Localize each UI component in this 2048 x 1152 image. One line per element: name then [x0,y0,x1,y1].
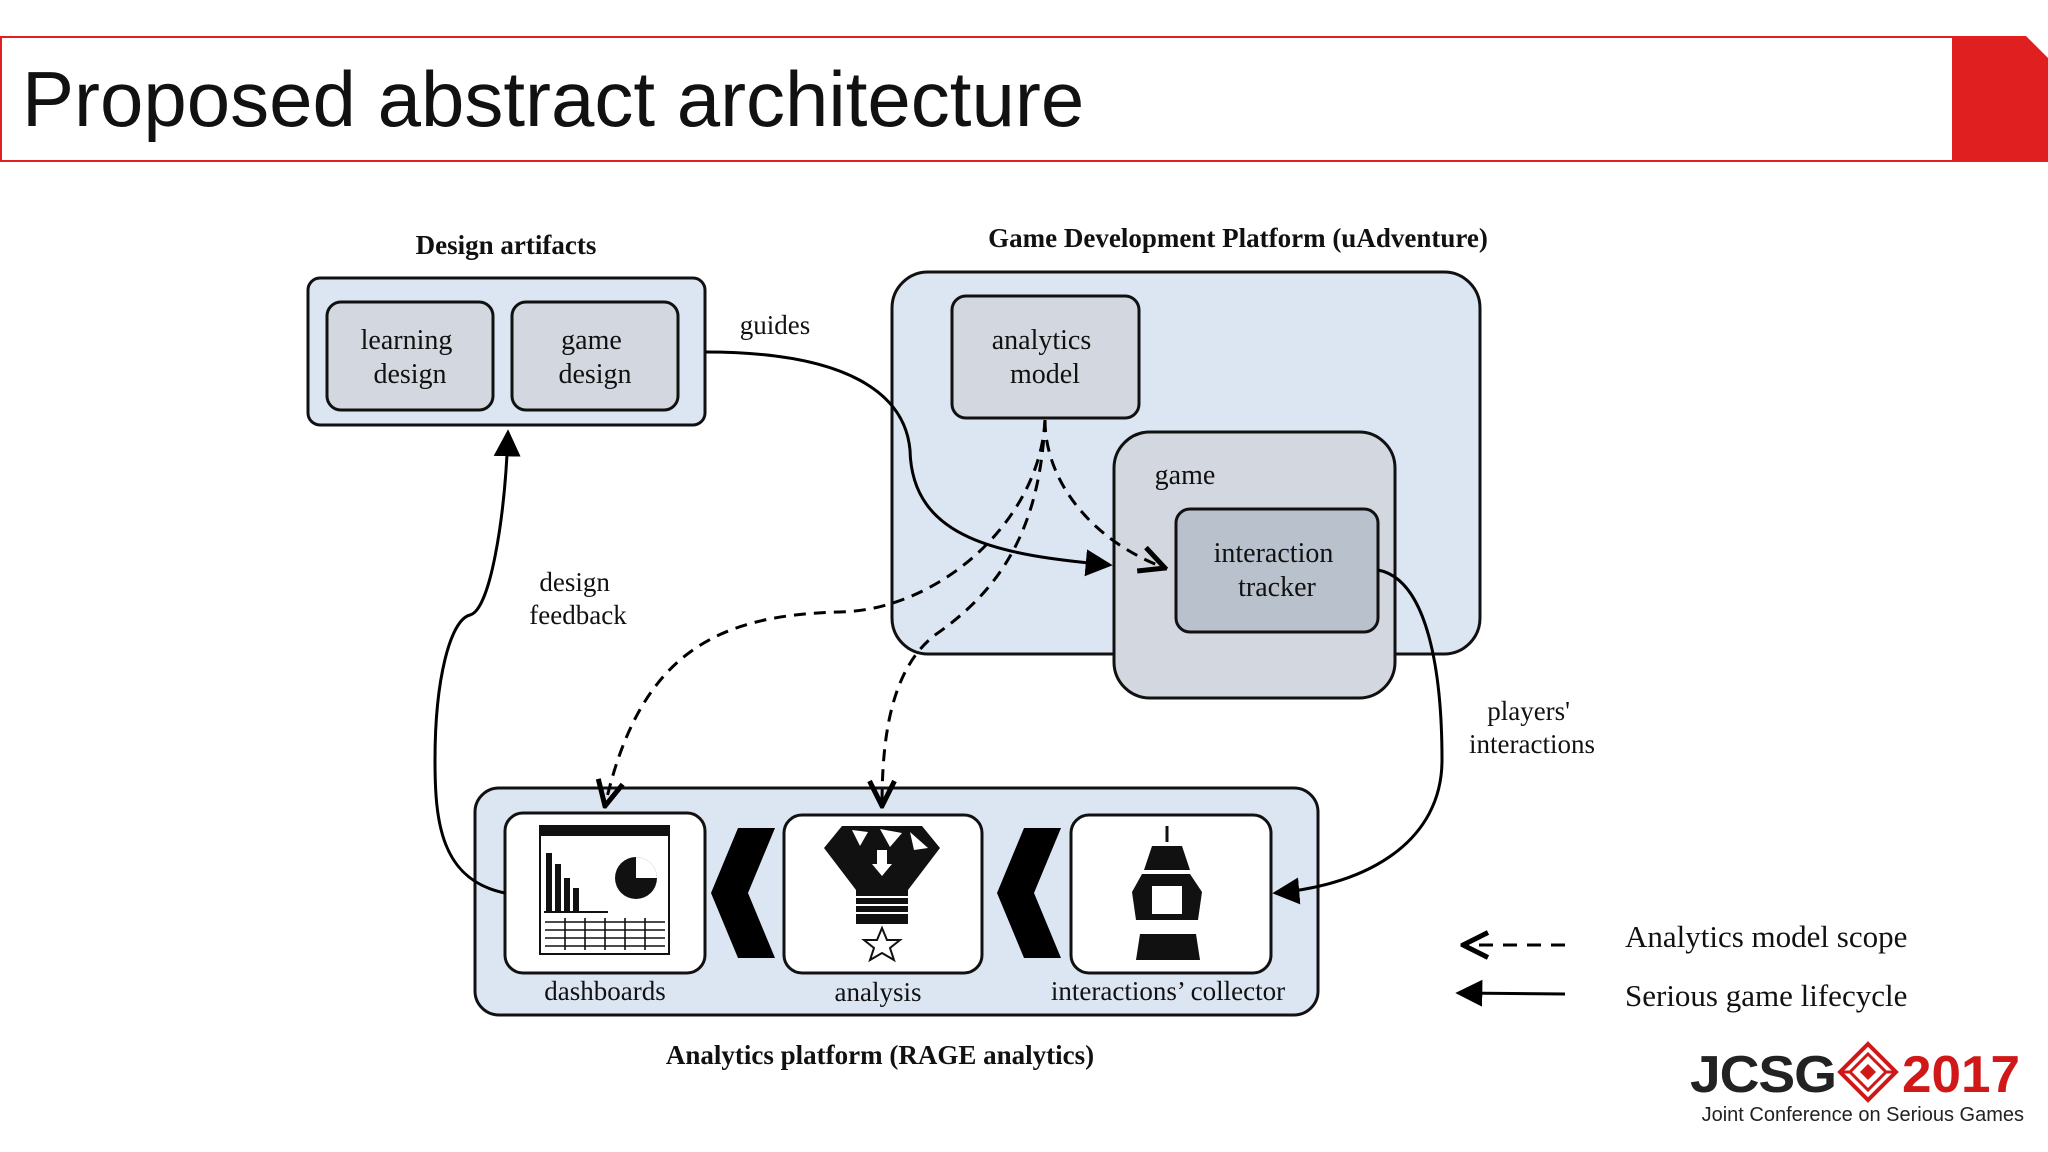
learning-design-label: learning design [361,325,460,390]
interaction-tracker-box [1174,507,1380,634]
logo-year: 2017 [1902,1046,2020,1104]
analytics-model-label: analytics model [992,325,1099,390]
dashboards-label: dashboards [544,976,665,1006]
players-interactions-arrow [1272,568,1444,905]
funnel-icon [824,826,940,963]
analysis-label: analysis [835,977,922,1007]
platform-title: Game Development Platform (uAdventure) [988,223,1488,253]
robot-hand-icon [1132,826,1202,960]
model-to-tracker-arrow [1043,419,1165,568]
legend: Analytics model scope Serious game lifec… [1455,919,1907,1013]
collector-label: interactions’ collector [1051,976,1285,1006]
legend-solid-label: Serious game lifecycle [1625,978,1907,1013]
guides-label: guides [740,310,811,340]
chevron-left-icon [711,828,775,958]
game-label: game [1155,460,1216,491]
guides-arrow [705,350,1113,577]
design-artifacts-title: Design artifacts [416,230,597,260]
analytics-model-box [950,294,1141,420]
legend-solid-line [1455,979,1566,1007]
model-to-dashboards-arrow [605,419,1047,806]
design-feedback-arrow [433,429,521,895]
design-feedback-label: design feedback [529,567,627,630]
jcsg-logo: JCSG 2017 [1690,1041,2020,1104]
interaction-tracker-label: interaction tracker [1214,538,1341,603]
legend-dashed-label: Analytics model scope [1625,919,1907,954]
maze-icon [1837,1041,1899,1103]
slide-title: Proposed abstract architecture [22,55,1085,143]
logo-caption: Joint Conference on Serious Games [1701,1104,2024,1126]
title-bar: Proposed abstract architecture [0,36,1952,162]
game-design-box [510,300,680,412]
title-corner-accent [1952,36,2048,162]
analytics-platform-title: Analytics platform (RAGE analytics) [666,1040,1094,1070]
logo-mark: JCSG [1690,1046,1836,1104]
learning-design-box [325,300,495,412]
dashboard-icon [539,825,670,955]
players-interactions-label: players' interactions [1469,696,1595,759]
game-design-label: game design [558,325,631,390]
model-to-analysis-arrow [882,419,1047,806]
chevron-left-icon-2 [997,828,1061,958]
